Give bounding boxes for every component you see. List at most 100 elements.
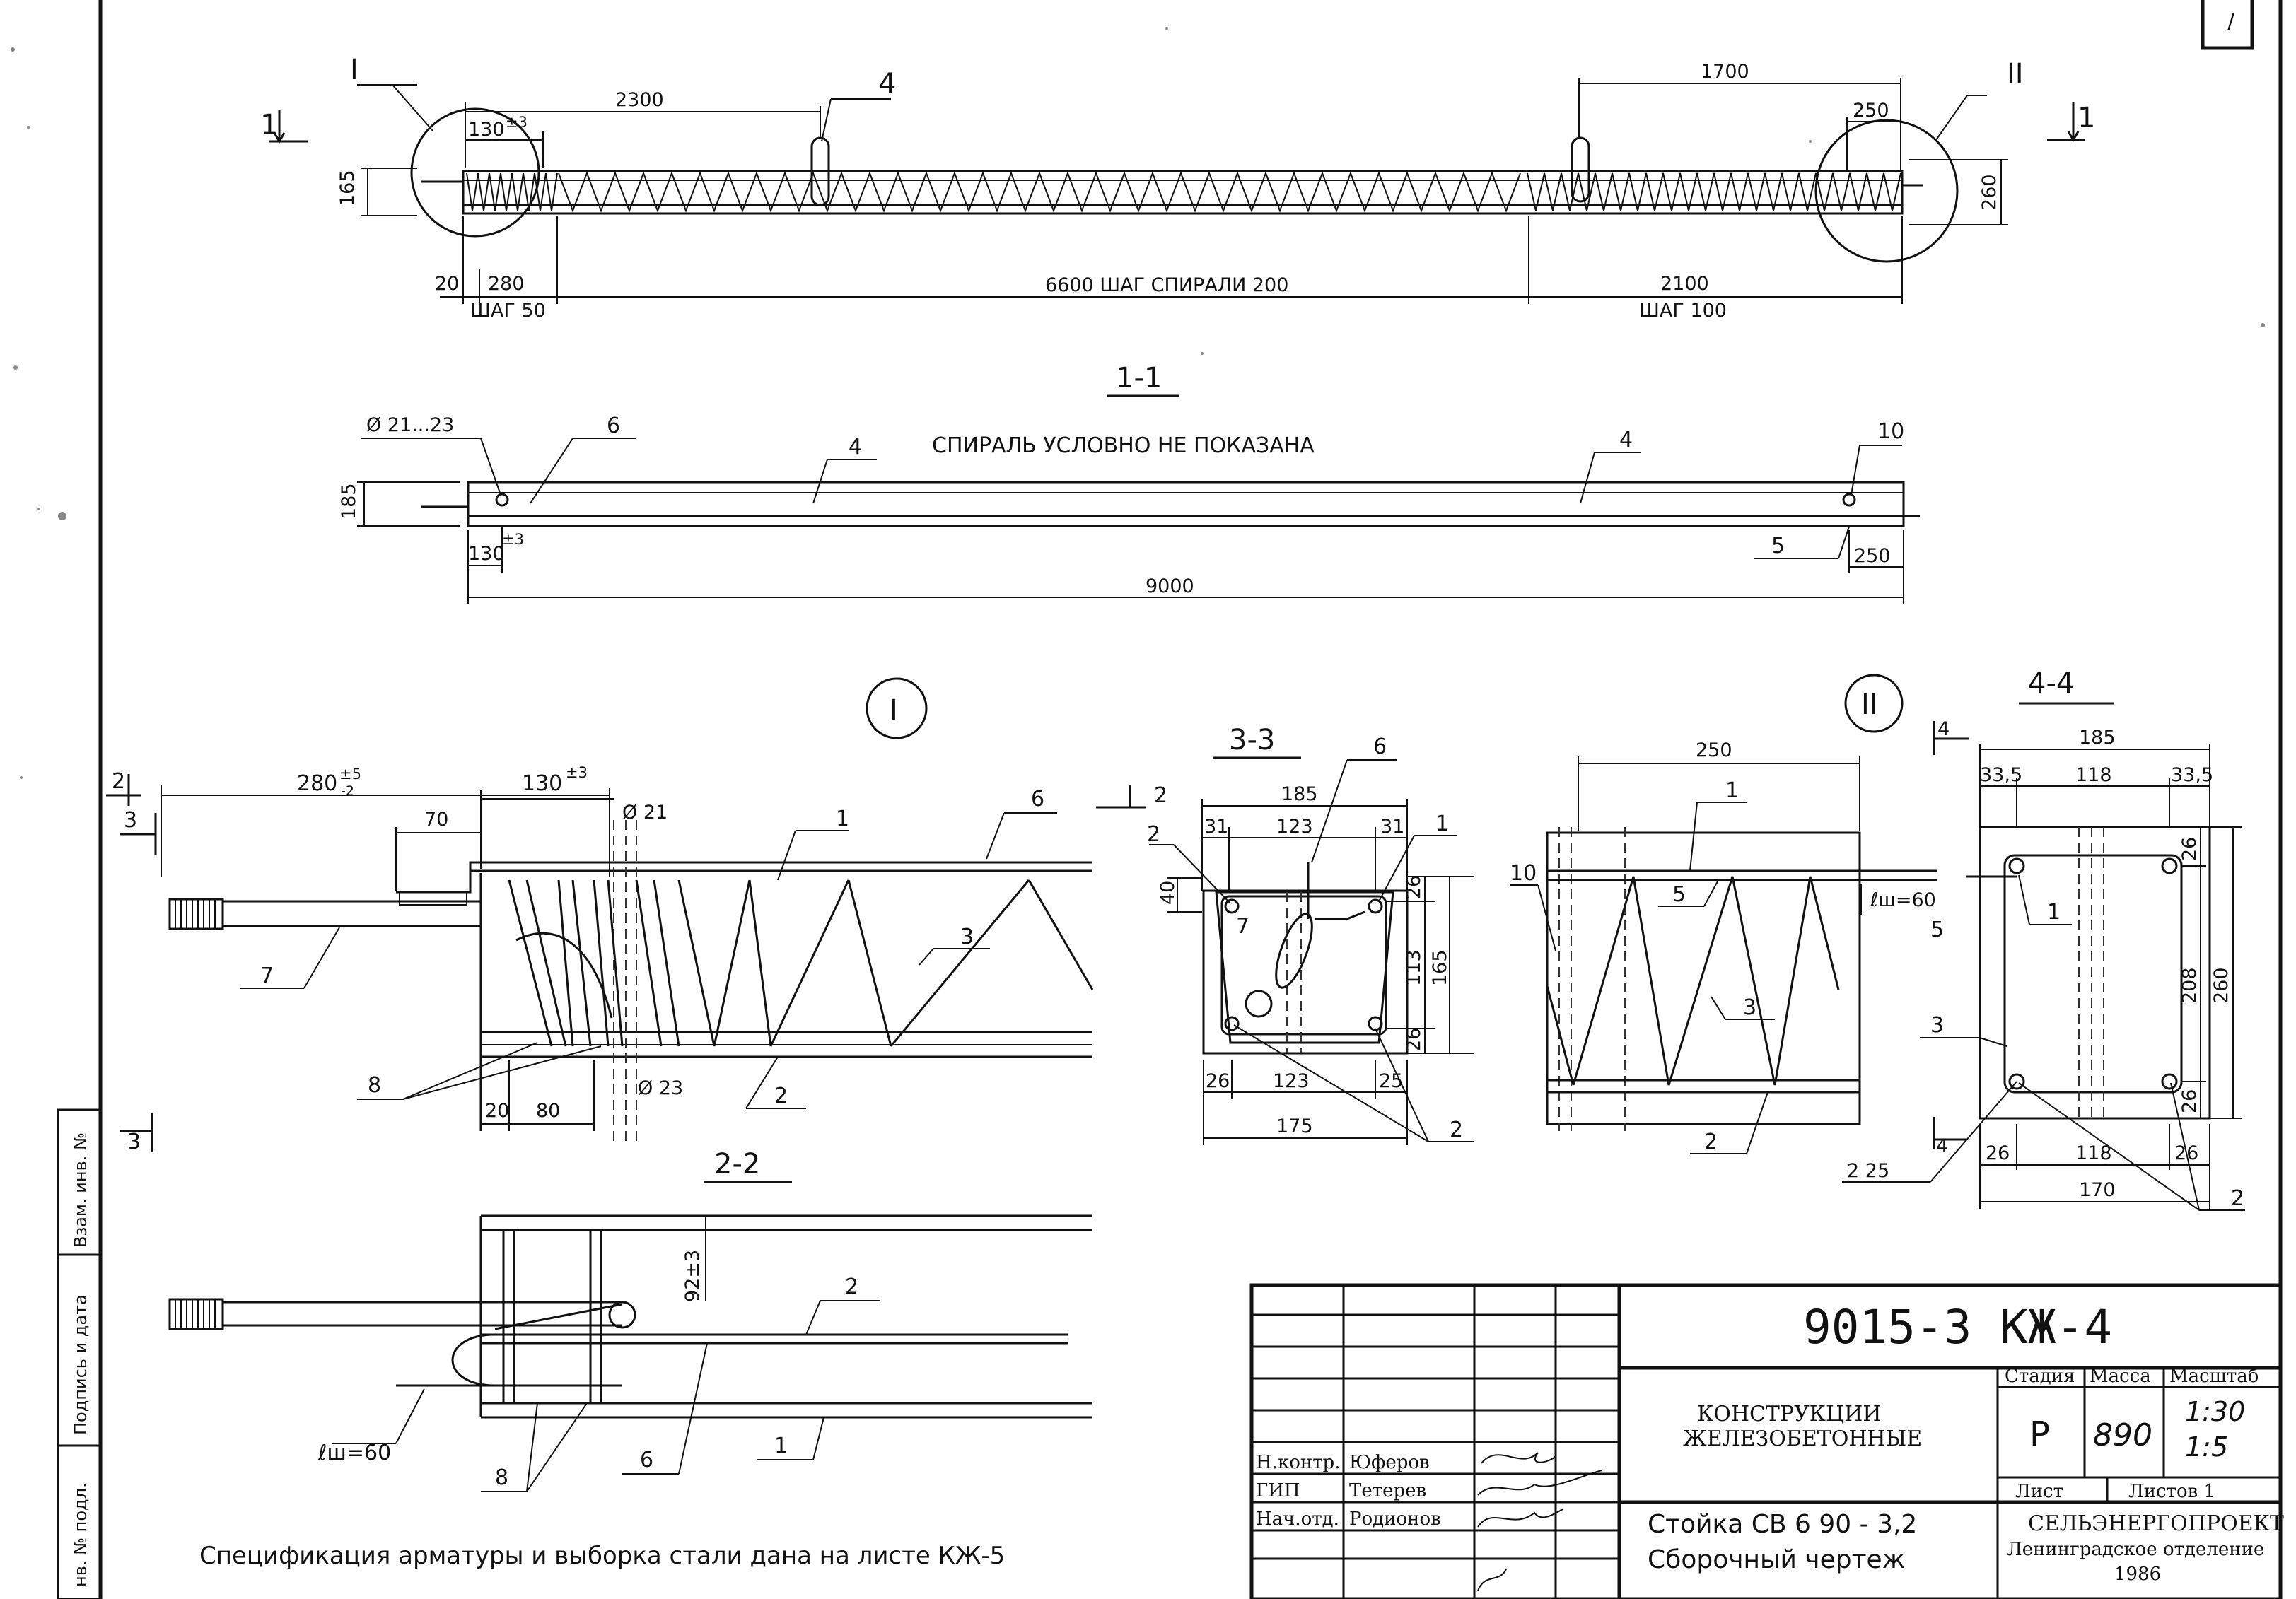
dim-130: 130 [468, 119, 505, 141]
corner-stamp-box [2201, 0, 2254, 50]
dim-40: 40 [1157, 881, 1179, 905]
dia-label: Ø 21...23 [366, 414, 454, 436]
pos-10: 10 [1877, 419, 1904, 444]
bar-6-hook [1315, 910, 1365, 920]
pos-8: 8 [495, 1465, 508, 1490]
dim-26-left: 26 [1986, 1142, 2010, 1164]
section-3-3: 3-3 185 31 123 31 40 26 113 165 26 26 12… [1147, 724, 1474, 1145]
pos-3: 3 [960, 925, 974, 949]
dim-26-bottom: 26 [2179, 1089, 2201, 1113]
dim-31-right: 31 [1380, 816, 1404, 838]
callout-label-1: I [350, 54, 359, 86]
pos-2-bottom: 2 [1450, 1118, 1463, 1142]
dim-130-tol: ±3 [506, 114, 528, 131]
dim-280: 280 [488, 273, 525, 295]
bar-7-section [1275, 913, 1313, 989]
stage-value: Р [2029, 1414, 2050, 1454]
bar-10 [1546, 985, 1575, 1086]
department: Ленинградское отделение [2007, 1539, 2264, 1560]
name-1: Юферов [1349, 1452, 1430, 1473]
mark-3-left: 3 [124, 808, 137, 833]
dim-26-top: 26 [1403, 875, 1425, 899]
sheet-code: 9015-3 КЖ-4 [1803, 1300, 2112, 1354]
dim-250: 250 [1853, 100, 1889, 122]
pos-4-left: 4 [849, 435, 862, 459]
bar-6 [396, 861, 1092, 894]
section-title-line-2: ЖЕЛЕЗОБЕТОННЫЕ [1683, 1427, 1922, 1451]
pos-2: 2 [845, 1275, 858, 1299]
dim-1700: 1700 [1701, 61, 1749, 83]
anchor-weld [399, 891, 467, 906]
pos-2: 2 [774, 1084, 788, 1108]
threaded-anchor-2 [168, 1298, 224, 1330]
dim-260: 260 [2210, 967, 2232, 1004]
dim-118-bottom: 118 [2075, 1142, 2112, 1164]
scale-value-2: 1:5 [2185, 1431, 2228, 1463]
stirrup-section-4-4 [2003, 854, 2183, 1094]
stirrups-8 [502, 1230, 602, 1403]
step-50: ШАГ 50 [470, 300, 546, 322]
dim-2100: 2100 [1660, 273, 1709, 295]
pos-1: 1 [2047, 900, 2061, 925]
dim-280-tol: ±5 [339, 766, 361, 783]
name-3: Родионов [1349, 1509, 1441, 1530]
role-1: Н.контр. [1256, 1452, 1340, 1473]
detail-2: II 250 1 5 3 10 2 ℓш=60 [1510, 674, 1937, 1154]
dim-9000: 9000 [1146, 575, 1194, 597]
dim-250: 250 [1854, 545, 1891, 567]
pos-5: 5 [1672, 882, 1686, 907]
label-2-25: 2 25 [1847, 1160, 1889, 1182]
callout-label-2: II [2007, 58, 2024, 90]
section-title-line-1: КОНСТРУКЦИИ [1697, 1402, 1882, 1427]
mark-4-top: 4 [1937, 718, 1950, 740]
dim-185: 185 [1281, 783, 1318, 805]
mark-2-right: 2 [1154, 783, 1167, 808]
pos-6: 6 [1031, 787, 1044, 812]
dim-130-tol: ±3 [566, 764, 588, 781]
dim-280: 280 [297, 771, 337, 796]
spiral-dense-right [1527, 172, 1901, 211]
dim-113: 113 [1403, 949, 1425, 986]
threaded-anchor [168, 898, 224, 930]
bar-7-bend [515, 932, 613, 1019]
step-100: ШАГ 100 [1639, 300, 1727, 322]
scale-header: Масштаб [2169, 1366, 2259, 1387]
spiral-dense-left [466, 172, 558, 211]
pos-1: 1 [1435, 812, 1449, 836]
pos-7: 7 [1236, 914, 1249, 939]
section-note: СПИРАЛЬ УСЛОВНО НЕ ПОКАЗАНА [932, 433, 1315, 458]
dim-33-5-left: 33,5 [1980, 764, 2022, 786]
section-3-3-title: 3-3 [1229, 724, 1275, 756]
stamp-original-no: нв. № подл. [71, 1482, 91, 1587]
stamp-replaced: Взам. инв. № [71, 1132, 91, 1248]
dim-80: 80 [536, 1100, 560, 1122]
detail-2-callout: II [1861, 689, 1878, 721]
dim-260: 260 [1979, 174, 2000, 211]
signature-scribble-4 [1477, 1569, 1507, 1591]
dim-6600: 6600 ШАГ СПИРАЛИ 200 [1045, 274, 1288, 296]
stage-header: Стадия [2005, 1366, 2075, 1387]
detail-2-callout-circle [1844, 674, 1904, 733]
dim-33-5-right: 33,5 [2171, 764, 2213, 786]
dim-123-top: 123 [1276, 816, 1313, 838]
mark-3-bottom: 3 [127, 1130, 141, 1154]
detail-1-callout-circle [866, 677, 928, 739]
dim-25: 25 [1379, 1070, 1403, 1092]
detail-circle-2 [1814, 119, 1959, 263]
side-stamp: Взам. инв. № Подпись и дата нв. № подл. [57, 1108, 102, 1599]
dim-185: 185 [2079, 727, 2116, 749]
dim-118-top: 118 [2075, 764, 2112, 786]
drawing-subtitle: Сборочный чертеж [1648, 1545, 1905, 1574]
scale-value-1: 1:30 [2185, 1396, 2245, 1427]
dim-20: 20 [435, 273, 459, 295]
spiral-3-detail-2 [1572, 876, 1840, 1086]
pos-2: 2 [1147, 822, 1160, 847]
lw-60: ℓш=60 [317, 1441, 391, 1465]
pos-4-right: 4 [1619, 428, 1633, 452]
title-block: 9015-3 КЖ-4 КОНСТРУКЦИИ ЖЕЛЕЗОБЕТОННЫЕ С… [1249, 1283, 2284, 1599]
spiral-3 [508, 879, 1094, 1047]
year: 1986 [2114, 1564, 2161, 1585]
pos-2: 2 [2231, 1186, 2244, 1211]
dim-170: 170 [2079, 1179, 2116, 1201]
